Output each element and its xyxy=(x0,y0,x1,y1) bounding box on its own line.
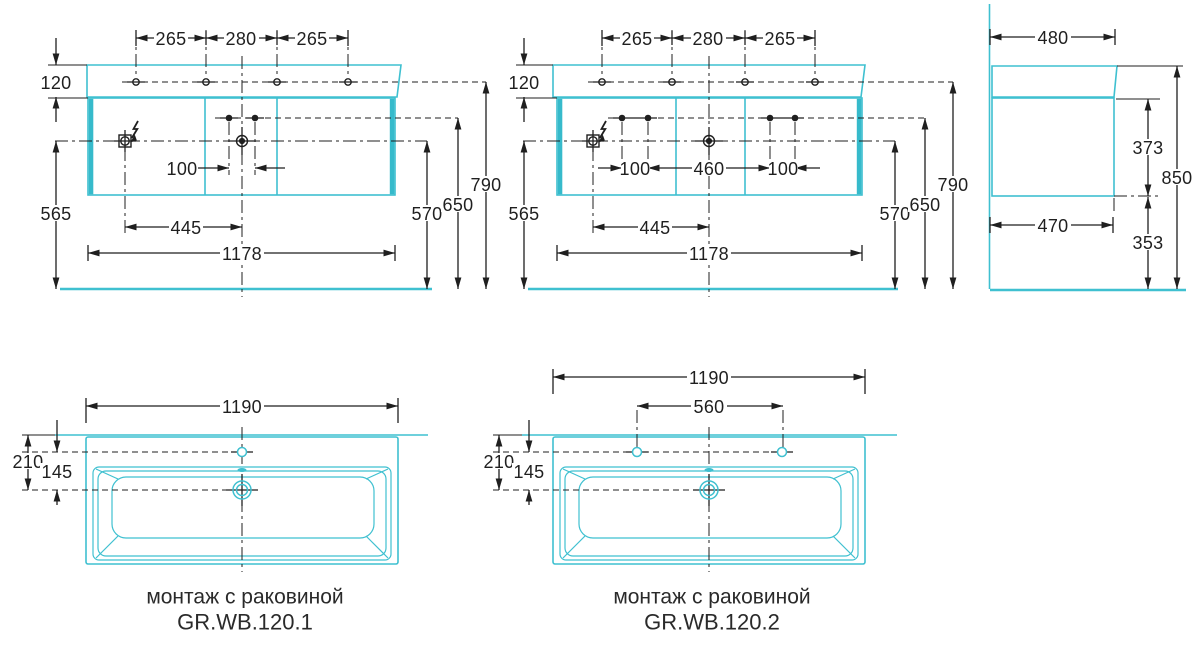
dim-570: 570 xyxy=(880,204,911,224)
dim-265-right: 265 xyxy=(765,29,796,49)
dim-565: 565 xyxy=(41,204,72,224)
dim-470: 470 xyxy=(1038,216,1069,236)
dim-145: 145 xyxy=(514,462,545,482)
dim-280: 280 xyxy=(226,29,257,49)
faucet-holes xyxy=(593,78,824,86)
drain-symbol xyxy=(226,474,258,506)
dim-650: 650 xyxy=(910,195,941,215)
dim-353: 353 xyxy=(1133,233,1164,253)
faucet-hole xyxy=(231,446,253,458)
dim-210: 210 xyxy=(13,452,44,472)
plan-view-double: 1190 560 210 145 монтаж с раковиной GR.W… xyxy=(482,368,897,635)
dimension-labels: 480 470 373 353 850 xyxy=(1035,28,1194,253)
dim-565: 565 xyxy=(509,204,540,224)
dim-1178: 1178 xyxy=(222,244,262,264)
overflow-hole xyxy=(704,468,714,472)
socket-symbol xyxy=(582,120,607,152)
dim-145: 145 xyxy=(42,462,73,482)
plan-view-single: 1190 210 145 монтаж с раковиной GR.WB.12… xyxy=(11,397,428,635)
dim-1190: 1190 xyxy=(222,397,262,417)
front-view-single: 265 280 265 120 565 100 445 1178 570 650… xyxy=(39,29,503,297)
dim-100-right: 100 xyxy=(768,159,799,179)
dim-445: 445 xyxy=(171,218,202,238)
drain-symbol xyxy=(695,127,723,155)
dim-790: 790 xyxy=(471,175,502,195)
caption-mounting: монтаж с раковиной xyxy=(613,586,810,609)
lightning-bolt-icon xyxy=(131,120,139,139)
faucet-holes xyxy=(626,446,793,458)
dim-650: 650 xyxy=(443,195,474,215)
model-number: GR.WB.120.2 xyxy=(644,610,780,635)
front-view-double: 265 280 265 120 565 100 460 100 445 1178… xyxy=(507,29,970,297)
construction-lines xyxy=(1113,65,1183,214)
dim-120: 120 xyxy=(509,73,540,93)
lightning-bolt-icon xyxy=(599,120,607,139)
caption-mounting: монтаж с раковиной xyxy=(146,586,343,609)
dim-1178: 1178 xyxy=(689,244,729,264)
dim-210: 210 xyxy=(484,452,515,472)
dim-570: 570 xyxy=(412,204,443,224)
dim-280: 280 xyxy=(693,29,724,49)
sink-side-profile xyxy=(991,65,1118,98)
dimension-labels: 1190 560 210 145 xyxy=(482,368,731,482)
dim-445: 445 xyxy=(640,218,671,238)
dim-1190: 1190 xyxy=(689,368,729,388)
dimension-labels: 265 280 265 120 565 100 445 1178 570 650… xyxy=(39,29,503,264)
dim-850: 850 xyxy=(1162,168,1193,188)
water-supply-points xyxy=(220,114,264,122)
dim-373: 373 xyxy=(1133,138,1164,158)
cabinet-side-profile xyxy=(991,97,1115,197)
overflow-hole xyxy=(237,468,247,472)
side-view: 480 470 373 353 850 xyxy=(988,4,1194,292)
dim-460: 460 xyxy=(694,159,725,179)
dimension-labels: 265 280 265 120 565 100 460 100 445 1178… xyxy=(507,29,970,264)
dimension-labels: 1190 210 145 xyxy=(11,397,264,482)
dim-265-left: 265 xyxy=(156,29,187,49)
faucet-holes xyxy=(127,78,357,86)
model-number: GR.WB.120.1 xyxy=(177,610,313,635)
dim-120: 120 xyxy=(41,73,72,93)
dim-265-left: 265 xyxy=(622,29,653,49)
dim-790: 790 xyxy=(938,175,969,195)
dim-100: 100 xyxy=(167,159,198,179)
socket-symbol xyxy=(114,120,139,152)
dim-100-left: 100 xyxy=(620,159,651,179)
dim-480: 480 xyxy=(1038,28,1069,48)
drain-symbol xyxy=(228,127,256,155)
dim-560: 560 xyxy=(694,397,725,417)
dim-265-right: 265 xyxy=(297,29,328,49)
drain-symbol xyxy=(693,474,725,506)
water-supply-points xyxy=(613,114,804,122)
